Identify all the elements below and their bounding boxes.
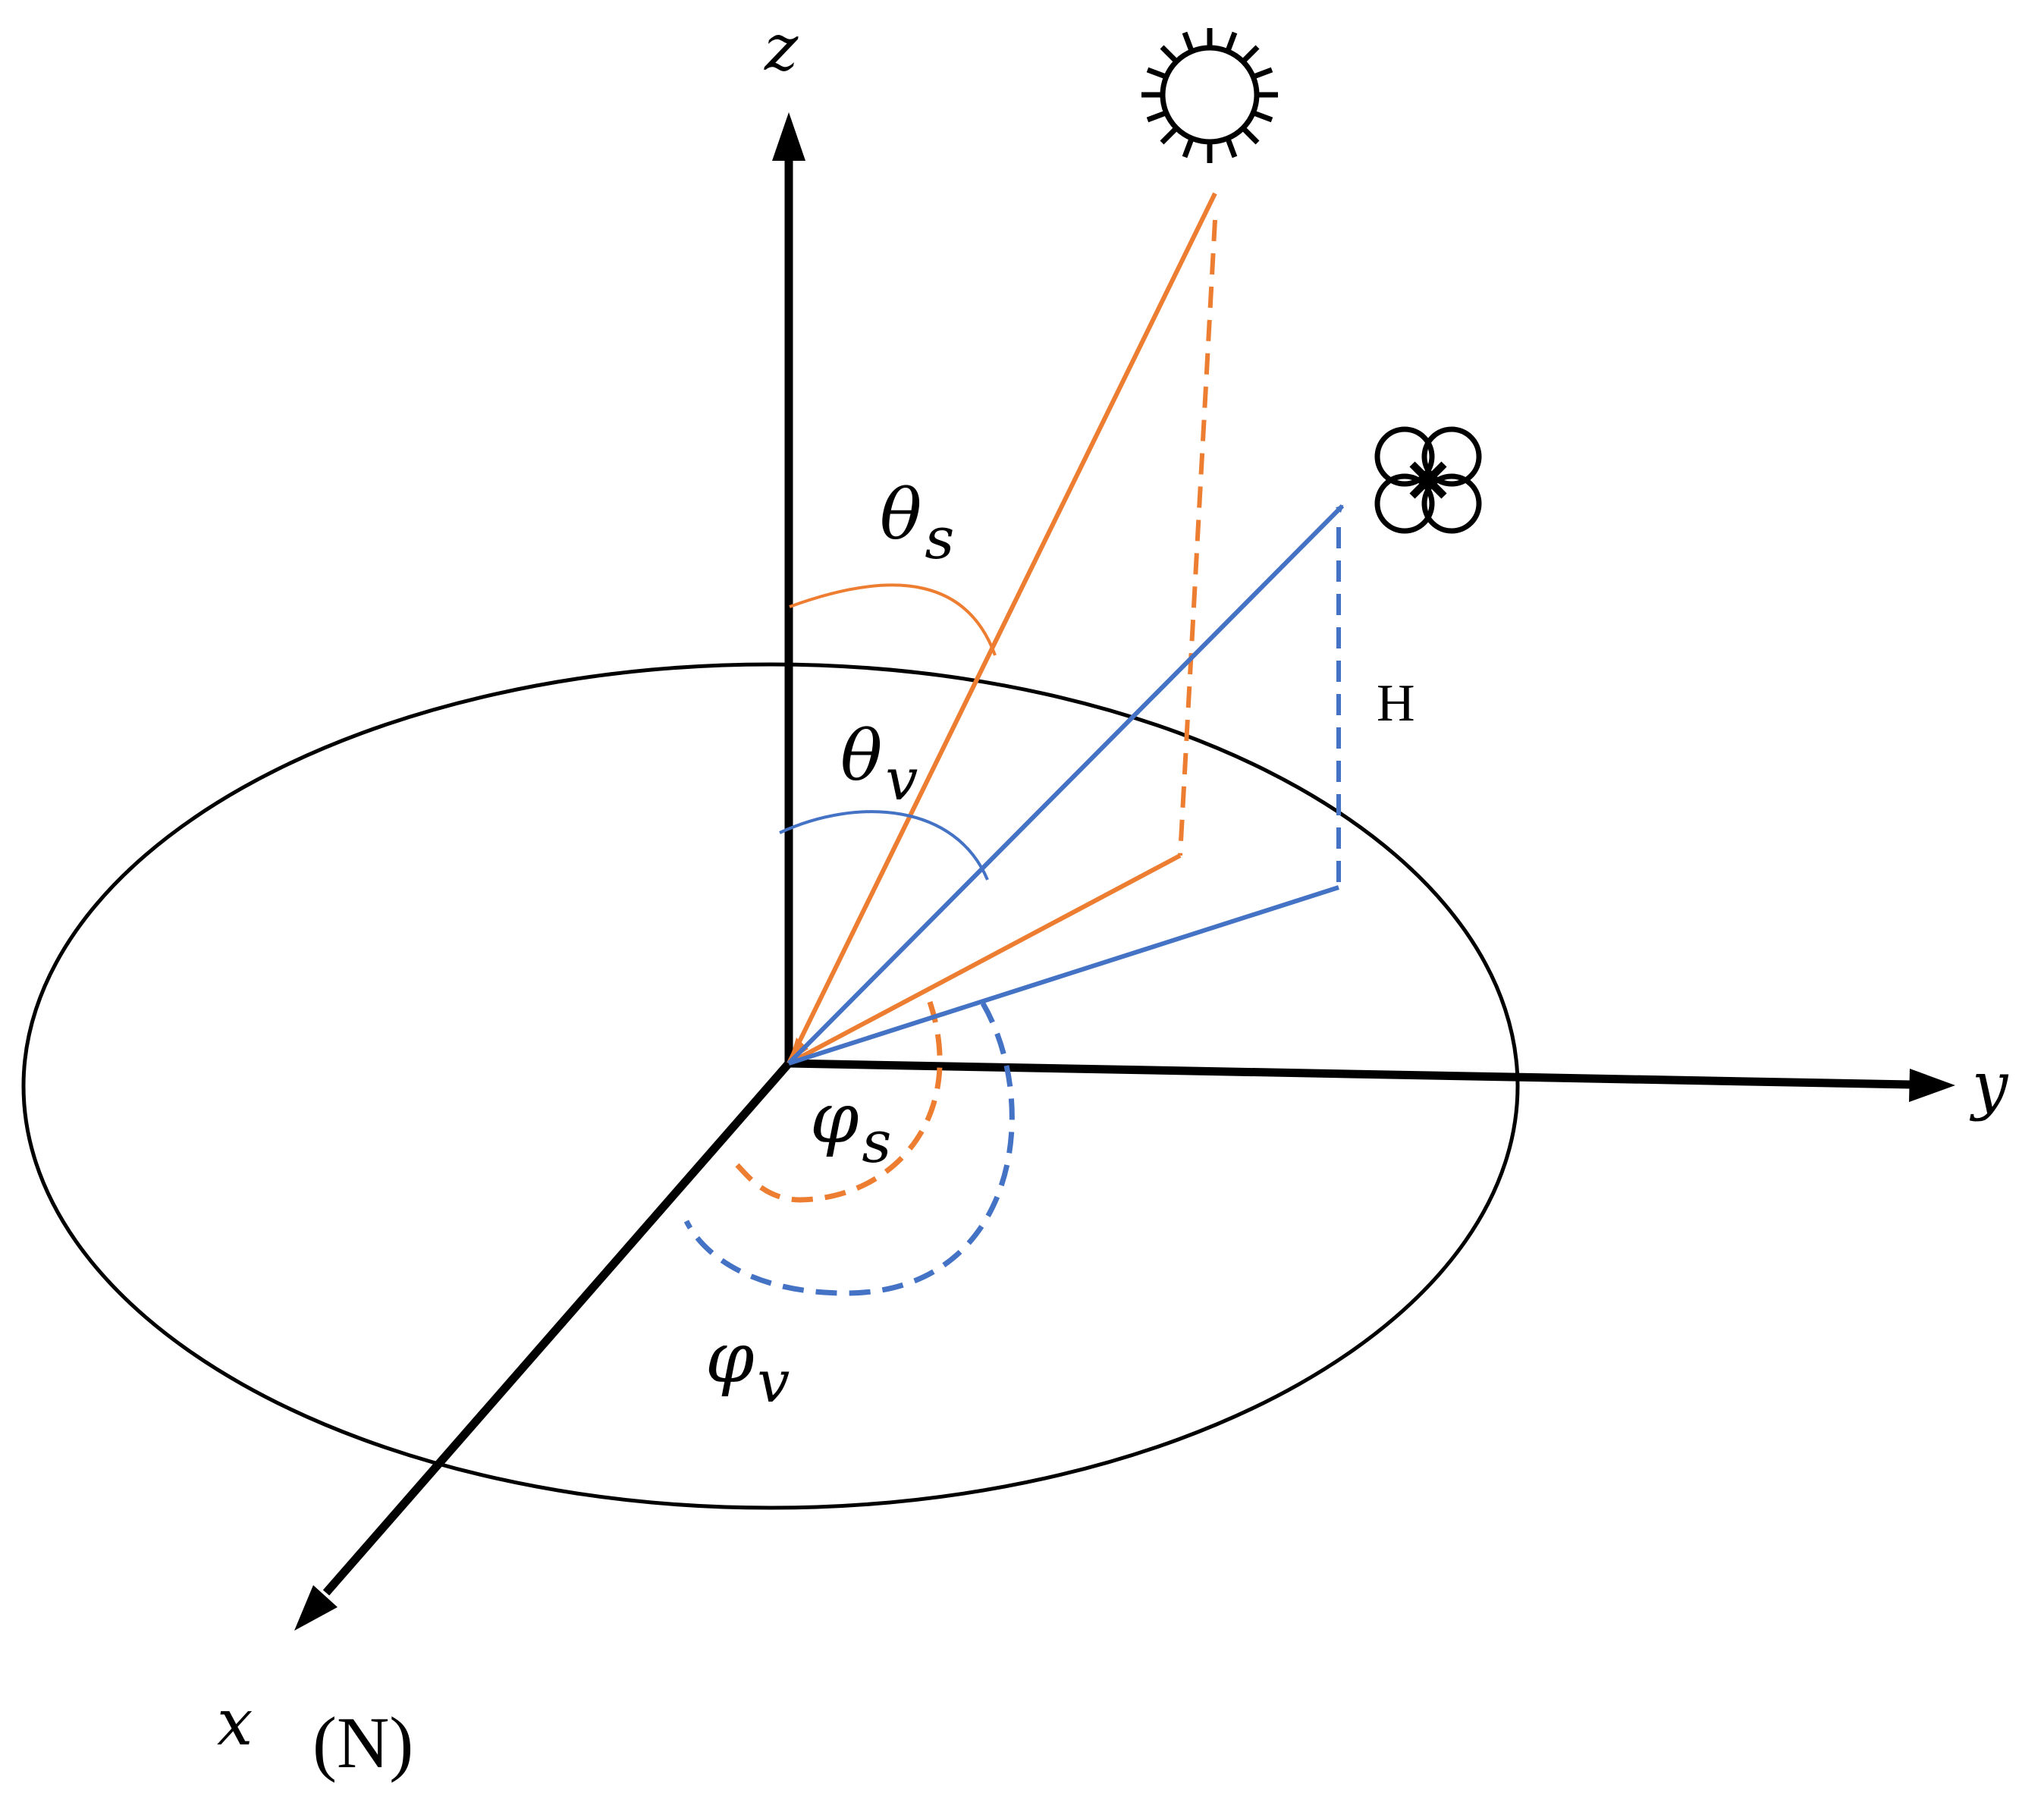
phi-s-label: φs <box>810 1078 891 1176</box>
y-axis <box>788 1059 1912 1089</box>
axes <box>294 112 1955 1631</box>
theta-s-symbol: θ <box>880 474 922 555</box>
sun-vector <box>787 192 1217 1065</box>
x-axis-label: x <box>217 1685 253 1760</box>
view-ground-projection <box>788 885 1339 1066</box>
phi-v-label: φv <box>705 1317 790 1415</box>
theta-s-arc <box>789 583 997 656</box>
phi-s-arc <box>735 1000 943 1203</box>
theta-s-subscript: s <box>925 504 954 572</box>
phi-v-arc <box>683 1002 1015 1296</box>
theta-v-label: θv <box>840 715 918 813</box>
theta-v-symbol: θ <box>840 715 882 796</box>
sun-icon <box>1141 28 1278 163</box>
view-geometry <box>683 504 1345 1296</box>
x-axis-arrowhead <box>294 1585 338 1631</box>
view-vector <box>787 504 1345 1066</box>
sun-ground-projection <box>787 853 1182 1066</box>
horizon-ellipse <box>21 662 1520 1510</box>
phi-v-subscript: v <box>757 1348 790 1415</box>
y-axis-arrowhead <box>1909 1069 1955 1102</box>
z-axis-arrowhead <box>772 112 805 161</box>
z-axis-label: z <box>764 11 799 85</box>
phi-s-symbol: φ <box>810 1078 859 1159</box>
x-axis <box>322 1060 793 1596</box>
sun-vertical-projection <box>1178 219 1217 856</box>
sun-geometry <box>735 192 1217 1203</box>
y-axis-label: y <box>1969 1048 2009 1122</box>
theta-v-arc <box>779 810 989 881</box>
phi-v-symbol: φ <box>705 1317 755 1399</box>
theta-s-label: θs <box>880 474 954 572</box>
north-label: (N) <box>312 1702 413 1783</box>
height-label: H <box>1377 674 1415 733</box>
theta-v-subscript: v <box>885 746 918 813</box>
drone-icon <box>1374 426 1482 534</box>
phi-s-subscript: s <box>862 1108 891 1176</box>
